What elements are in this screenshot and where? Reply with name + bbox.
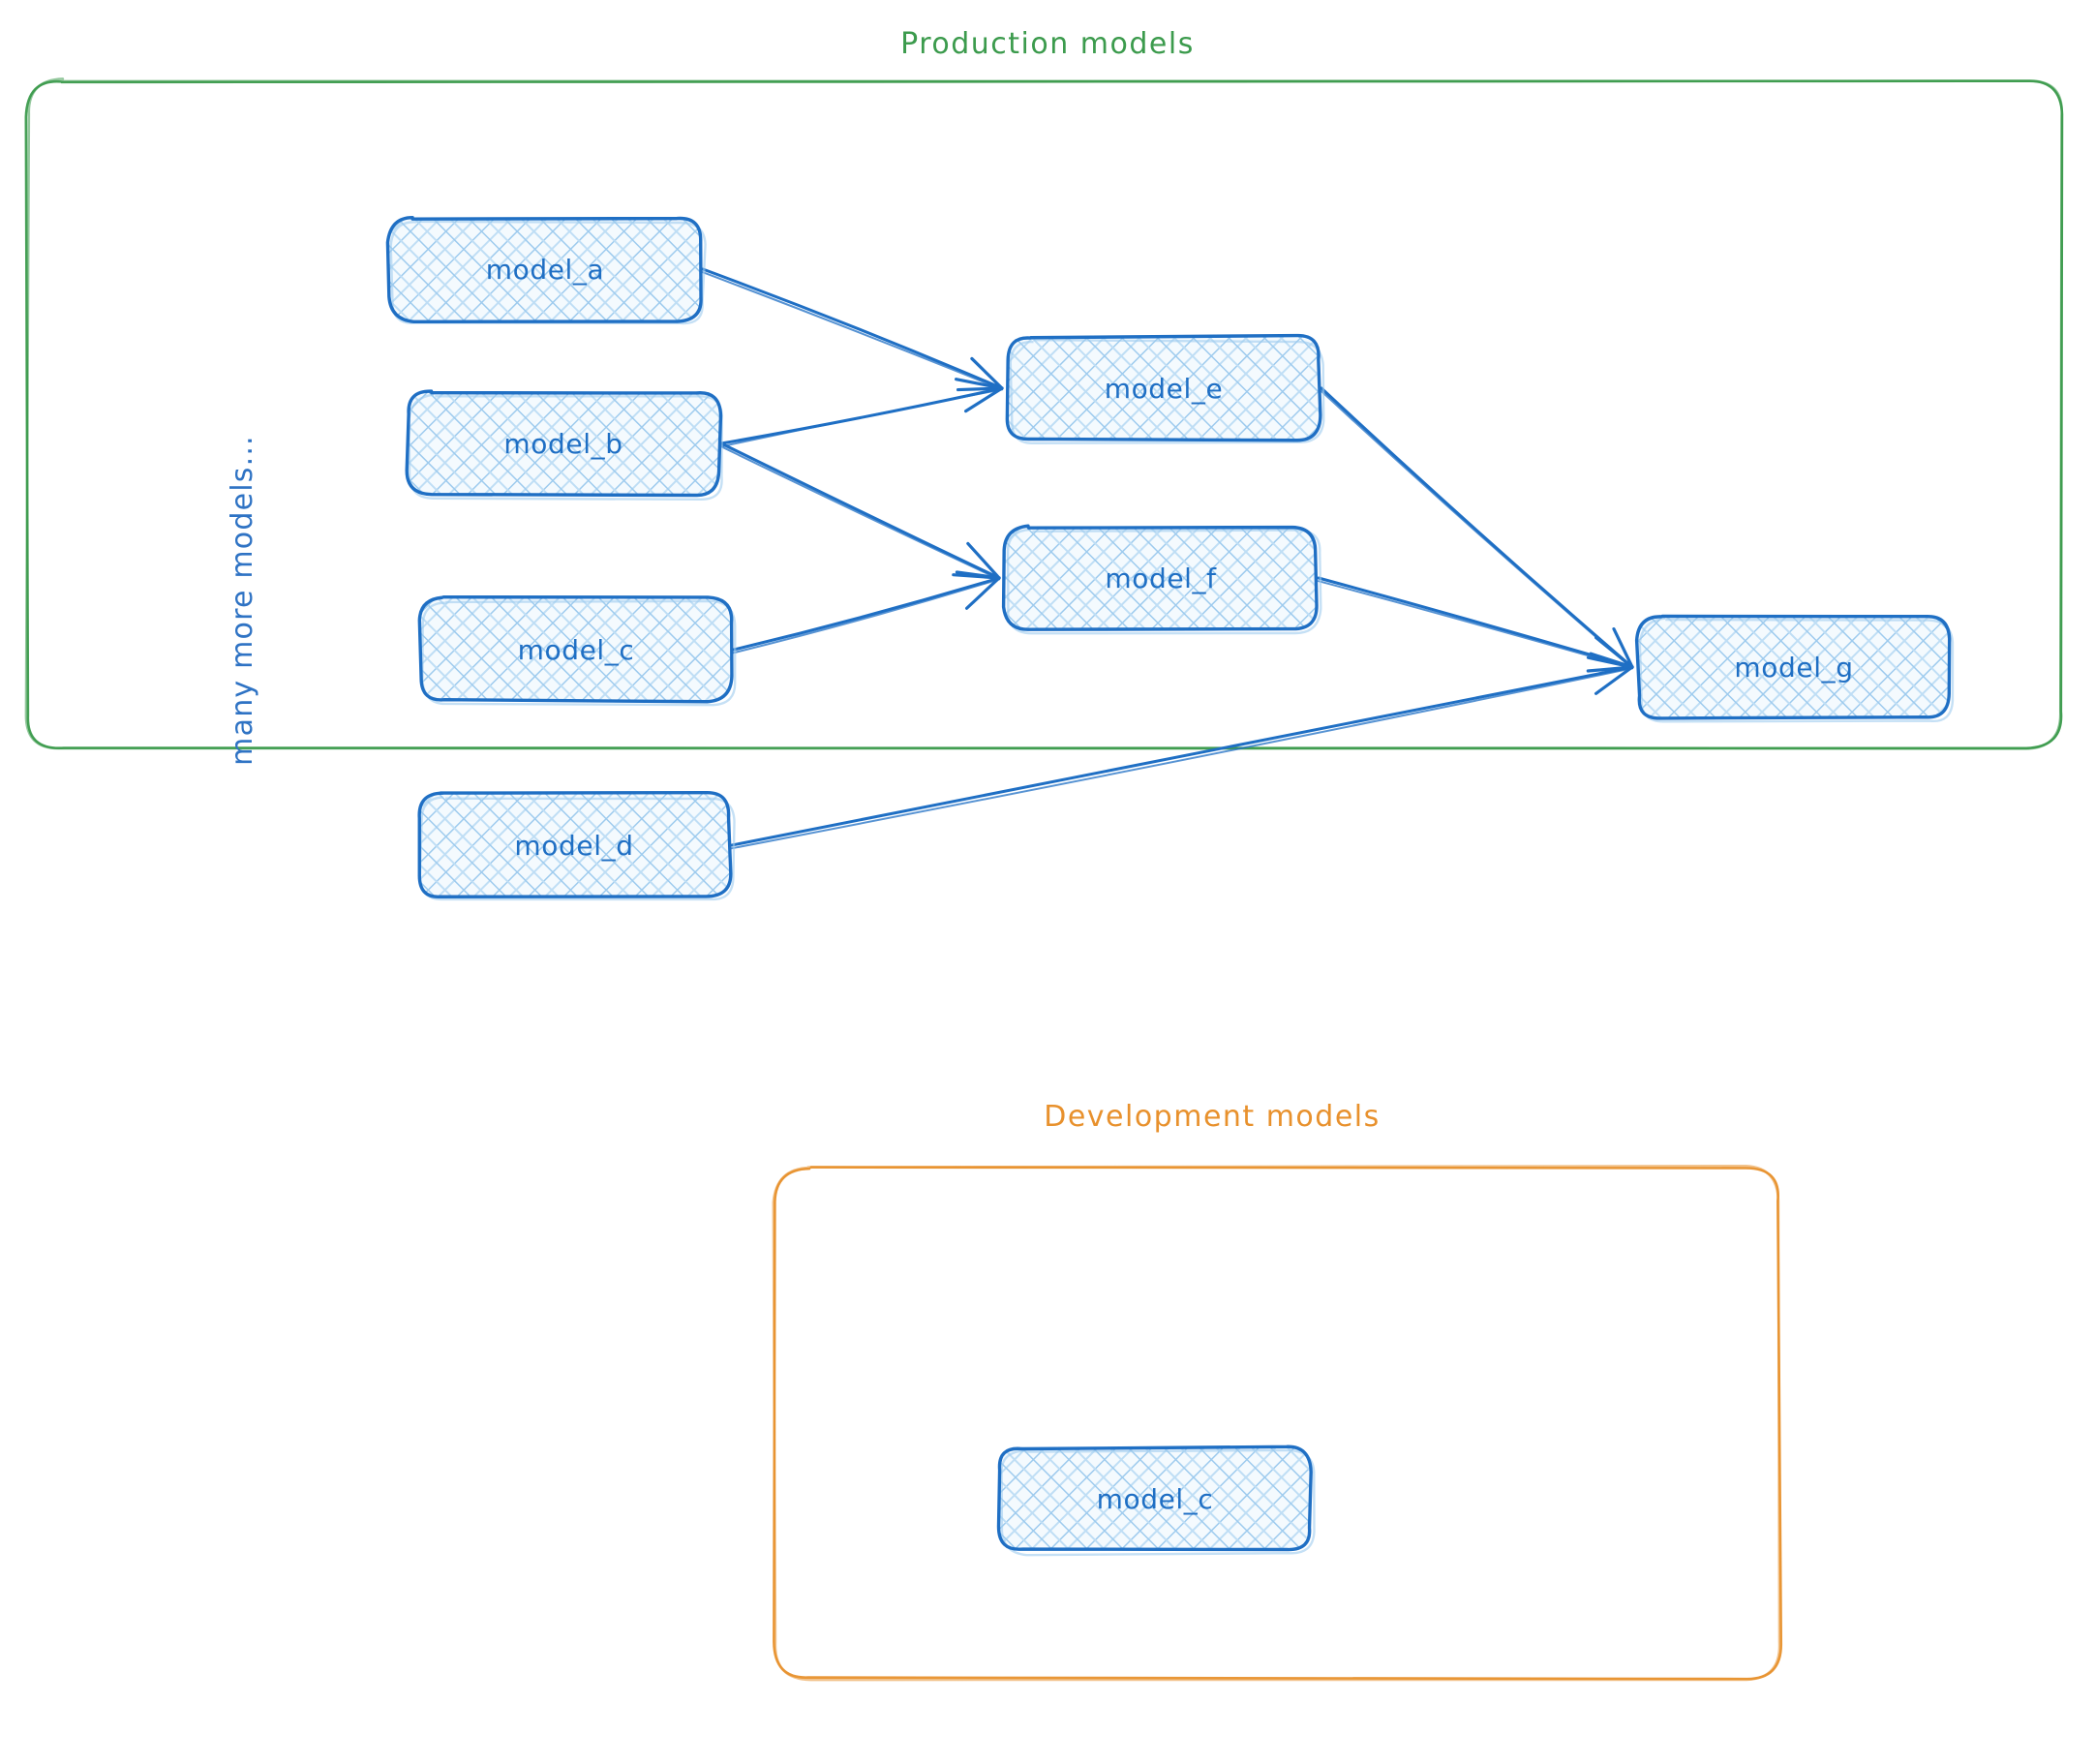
edge-model_a-to-model_e	[701, 267, 1004, 392]
node-model_b[interactable]: model_b	[405, 389, 723, 502]
node-fill-cross	[1007, 335, 1321, 441]
node-model_g[interactable]: model_g	[1634, 614, 1955, 723]
node-label: model_g	[1734, 652, 1853, 684]
edge-model_b-to-model_f	[719, 441, 1001, 581]
group-containers	[24, 77, 2064, 1682]
node-model_d[interactable]: model_d	[417, 790, 736, 901]
node-label: model_e	[1105, 373, 1224, 405]
node-outline-shadow	[389, 220, 707, 325]
node-outline	[1001, 524, 1319, 631]
node-outline-shadow	[1000, 1448, 1316, 1557]
edge-model_c_prod-to-model_f	[732, 570, 1001, 654]
node-fill-cross	[998, 1446, 1312, 1550]
node-outline-shadow	[1006, 528, 1322, 635]
node-model_f[interactable]: model_f	[1001, 524, 1322, 635]
node-fill-cross	[1003, 526, 1318, 630]
annotation-layer: many more models...	[226, 435, 259, 766]
node-outline	[385, 215, 703, 323]
node-model_e[interactable]: model_e	[1005, 333, 1325, 444]
node-outline	[996, 1445, 1313, 1552]
node-outline	[1005, 333, 1322, 442]
group-container-development	[772, 1165, 1783, 1682]
node-outline-shadow	[418, 796, 736, 901]
node-outline	[405, 389, 723, 498]
node-fill-cross	[419, 596, 732, 702]
group-title-development: Development models	[1044, 1100, 1381, 1134]
node-label: model_b	[503, 428, 622, 460]
node-label: model_c	[1097, 1483, 1214, 1515]
node-fill-cross	[407, 391, 721, 496]
node-model_c_dev[interactable]: model_c	[996, 1445, 1316, 1557]
annotation-many-more-models: many more models...	[226, 435, 259, 766]
node-label: model_d	[514, 830, 633, 862]
edge-model_b-to-model_e	[719, 378, 1004, 448]
node-label: model_a	[486, 254, 605, 286]
node-label: model_f	[1105, 563, 1217, 594]
node-outline	[1634, 614, 1952, 720]
node-fill-cross	[419, 792, 731, 897]
node-fill-cross	[387, 217, 702, 322]
edge-model_d-to-model_g	[730, 655, 1634, 850]
group-title-production: Production models	[900, 27, 1195, 61]
node-model_c_prod[interactable]: model_c	[417, 595, 737, 707]
node-fill-cross	[1636, 616, 1950, 718]
group-container-production	[24, 77, 2064, 750]
node-outline	[417, 595, 734, 704]
node-layer: model_a model_b model_c model_d model_emodel…	[385, 215, 1955, 1557]
edge-layer	[701, 267, 1634, 850]
node-label: model_c	[518, 634, 635, 666]
edge-model_e-to-model_g	[1320, 386, 1634, 670]
node-model_a[interactable]: model_a	[385, 215, 707, 325]
node-outline	[417, 790, 733, 898]
